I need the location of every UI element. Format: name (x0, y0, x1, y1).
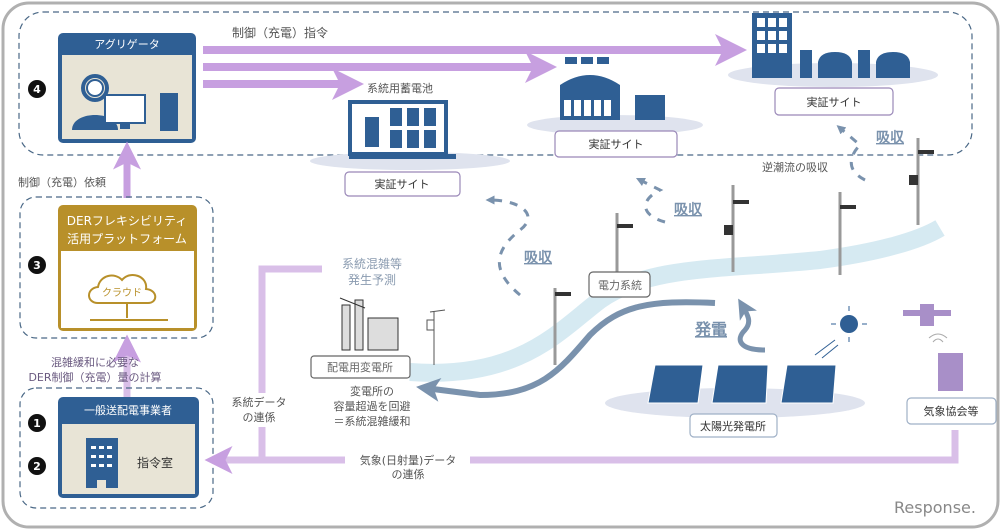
absorb-arrow (485, 195, 530, 297)
substation-label: 配電用変電所 (327, 360, 393, 374)
step-2-number: 2 (33, 460, 41, 473)
step-3-badge (28, 256, 46, 274)
office-ev-icon (752, 13, 910, 78)
weather-assoc-label-box (906, 397, 997, 425)
weather-station-icon (426, 309, 446, 365)
absorb-arrow (836, 125, 866, 182)
weather-assoc-label: 気象協会等 (924, 404, 979, 418)
aggregator-box: アグリゲータ (58, 33, 196, 143)
avoid-label-1: 変電所の (350, 384, 394, 398)
solar-panel-icon (647, 364, 837, 404)
avoid-label-2: 容量超過を回避 (334, 399, 411, 413)
absorb-arrow (635, 177, 666, 224)
absorb-label-2: 吸収 (674, 201, 703, 218)
building-site-label: 実証サイト (589, 137, 644, 151)
tso-box: 一般送配電事業者 指令室 (58, 397, 199, 498)
tso-title: 一般送配電事業者 (84, 403, 172, 417)
grid-data-label-1: 系統データ (232, 395, 287, 409)
calc-label-1: 混雑緩和に必要な (51, 355, 139, 369)
tso-region (19, 387, 214, 509)
power-grid-label-box (588, 271, 651, 298)
weather-data-label-2: の連係 (392, 467, 425, 481)
solar-plant-label: 太陽光発電所 (700, 419, 766, 433)
step-4-number: 4 (33, 83, 41, 96)
building-site-label-box (554, 130, 678, 158)
weather-data-label-1: 気象(日射量)データ (360, 453, 457, 467)
weather-building-icon (938, 353, 963, 391)
battery-icon (348, 100, 456, 159)
congestion-label-1: 系統混雑等 (342, 256, 402, 271)
platform-box: DERフレキシビリティ 活用プラットフォーム クラウド (58, 205, 197, 331)
aggregator-title: アグリゲータ (94, 37, 159, 51)
ev-site-label-box (774, 87, 894, 116)
building-solar-icon (560, 57, 665, 120)
reverse-flow-arrow (416, 299, 716, 402)
substation-label-box (310, 355, 411, 379)
response-watermark: Response. (894, 498, 976, 517)
step-1-number: 1 (33, 417, 41, 430)
step-2-badge (28, 457, 46, 475)
control-command-label: 制御（充電）指令 (232, 25, 328, 40)
step-4-badge (28, 80, 46, 98)
absorb-label-1: 吸収 (876, 129, 905, 146)
cloud-icon (88, 274, 157, 304)
platform-title-2: 活用プラットフォーム (67, 232, 187, 246)
battery-label: 系統用蓄電池 (367, 81, 433, 95)
building-icon (86, 438, 118, 488)
battery-site-label: 実証サイト (375, 177, 430, 191)
sun-icon (814, 306, 867, 359)
step-3-number: 3 (33, 259, 41, 272)
power-grid-band (409, 220, 945, 382)
power-grid-label: 電力系統 (598, 278, 642, 292)
control-request-label: 制御（充電）依頼 (18, 175, 106, 189)
grid-data-label-2: の連係 (243, 410, 276, 424)
cloud-label: クラウド (102, 287, 142, 299)
satellite-icon (903, 304, 951, 326)
ev-site-label: 実証サイト (807, 95, 862, 109)
reverse-flow-label: 逆潮流の吸収 (762, 160, 828, 174)
congestion-label-2: 発生予測 (348, 273, 396, 287)
generation-label: 発電 (694, 320, 727, 339)
control-room-label: 指令室 (137, 455, 173, 470)
absorb-label-3: 吸収 (524, 249, 553, 266)
step-1-badge (28, 414, 46, 432)
solar-plant-label-box (689, 413, 778, 438)
aggregator-region (18, 11, 973, 156)
substation-icon (339, 297, 399, 351)
calc-label-2: DER制御（充電）量の計算 (28, 370, 161, 384)
signal-icon (928, 333, 948, 343)
generation-arrow (737, 298, 766, 353)
pole-equipment (555, 150, 934, 296)
platform-title-1: DERフレキシビリティ (67, 214, 187, 228)
avoid-label-3: ＝系統混雑緩和 (334, 414, 411, 428)
battery-site-label-box (344, 171, 461, 197)
operator-icon (72, 74, 178, 131)
